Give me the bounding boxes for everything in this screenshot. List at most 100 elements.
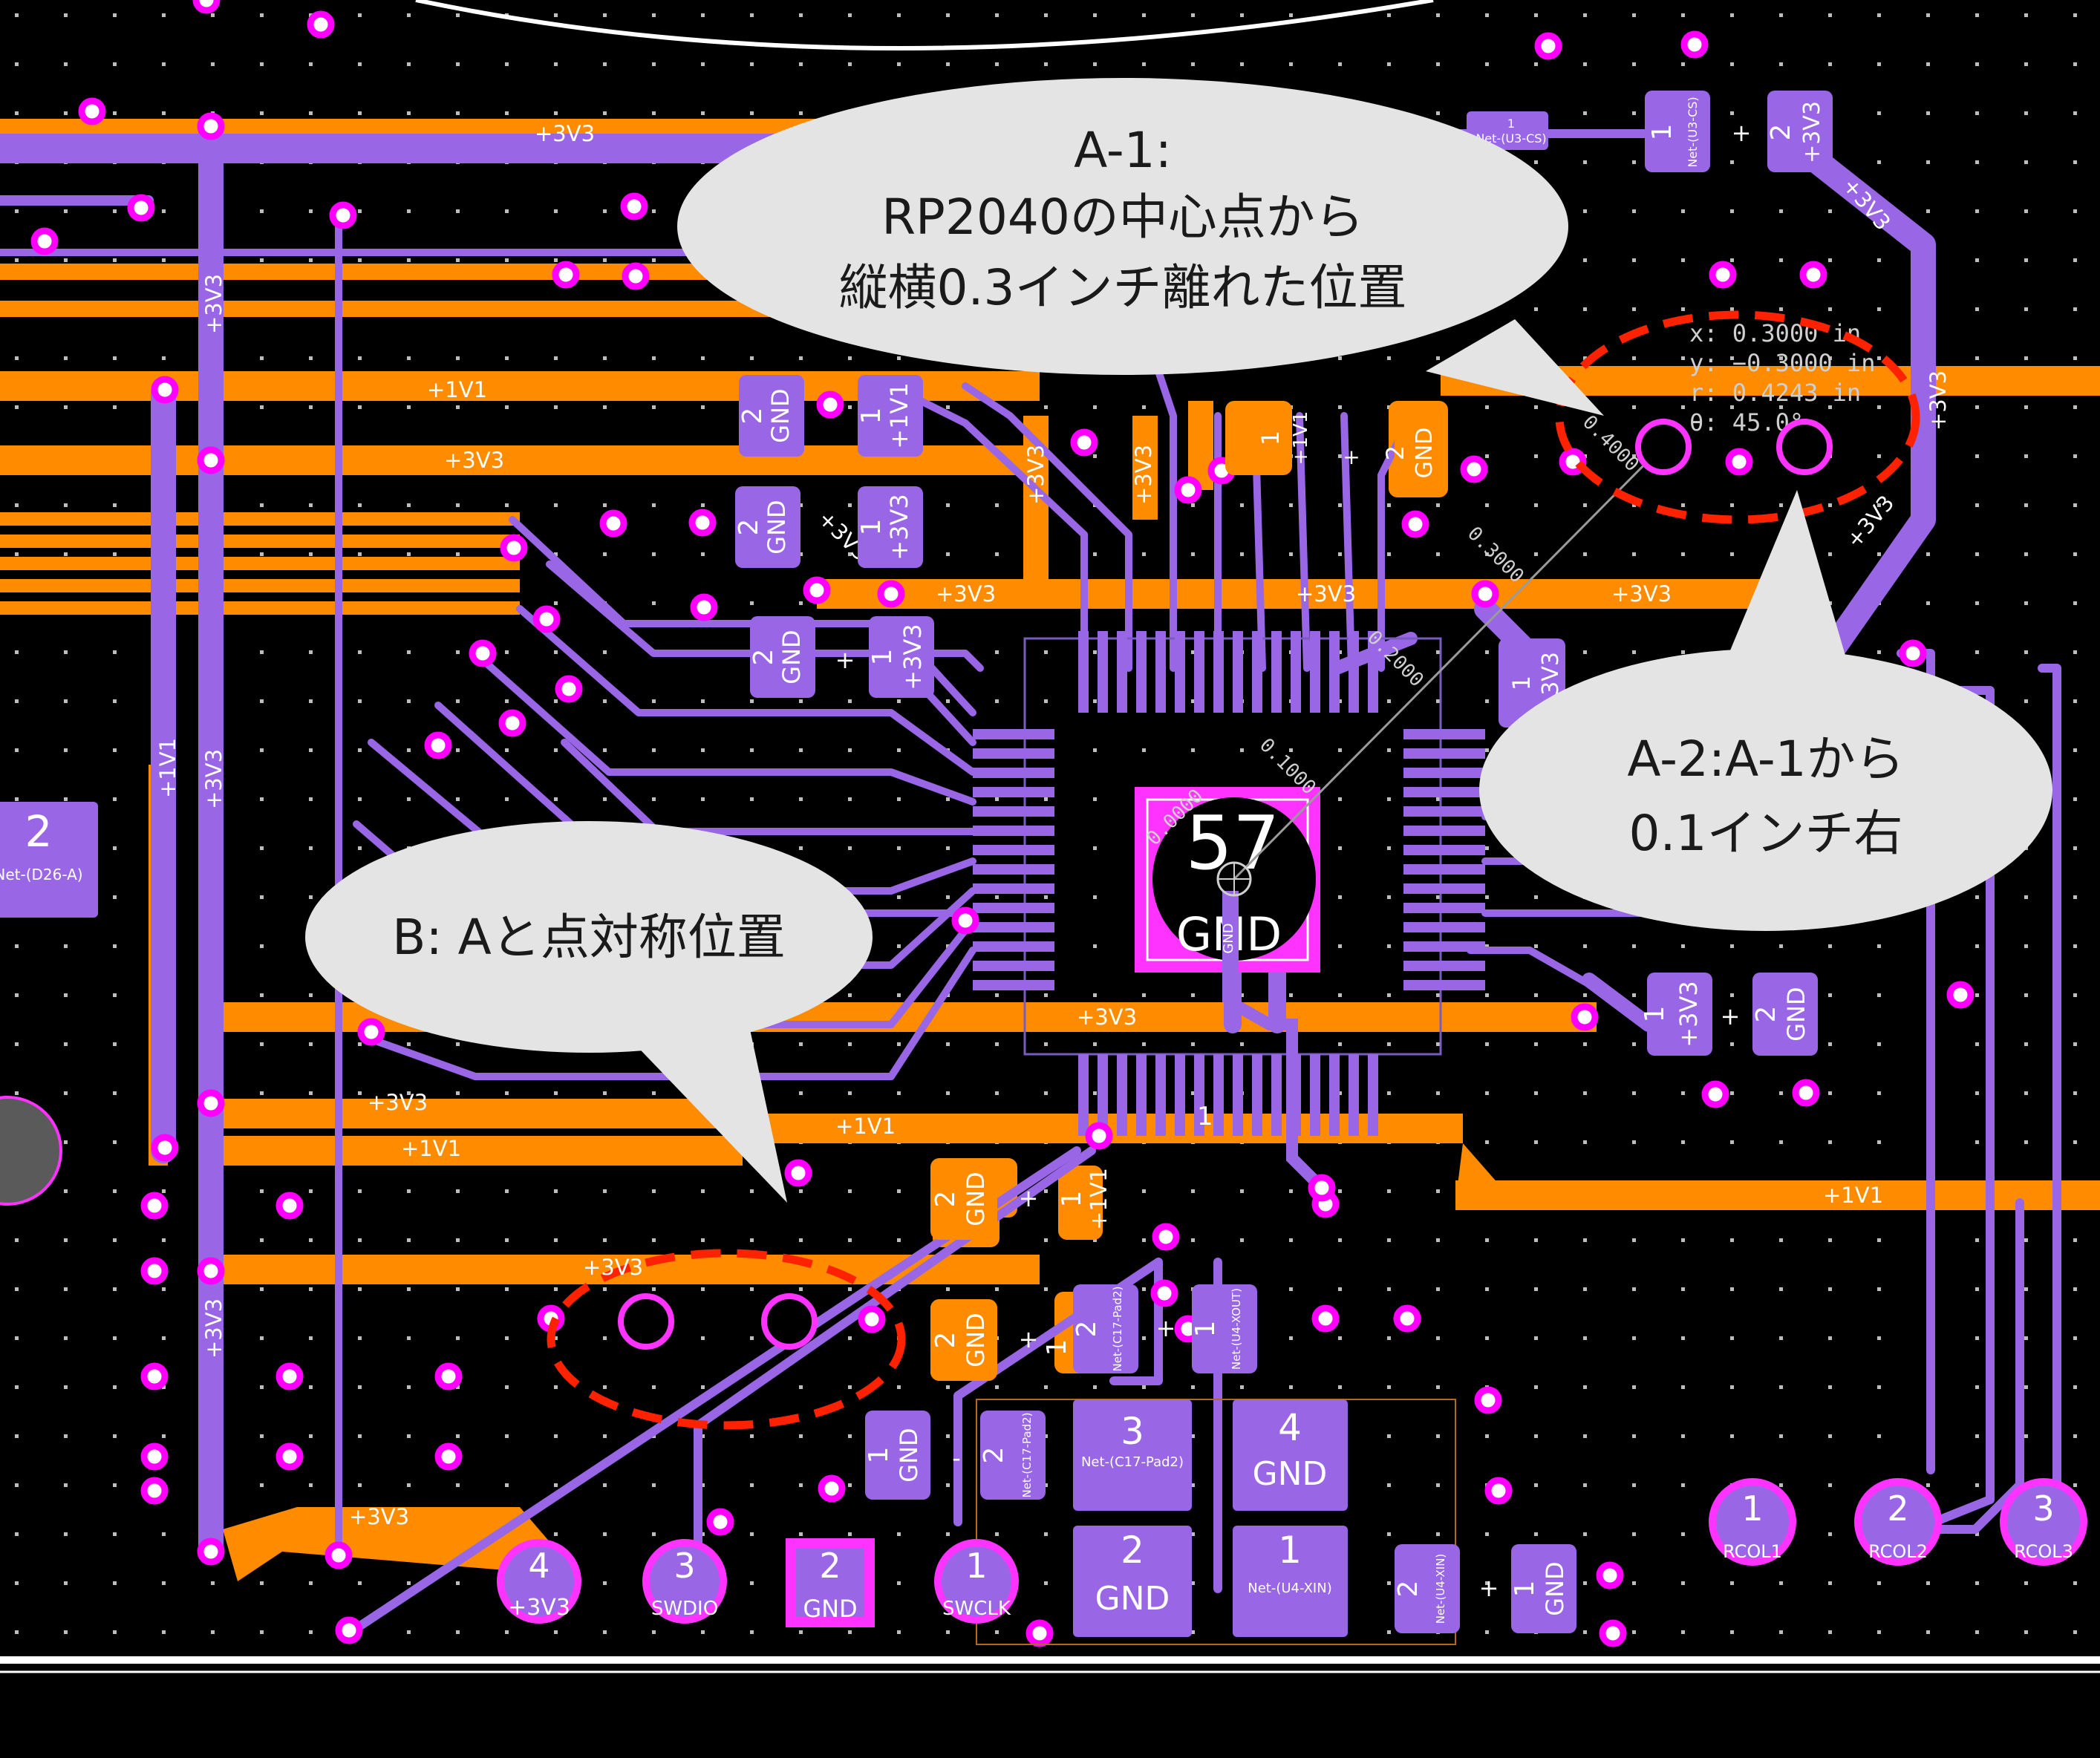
pad-gnd-2-num: 2 (734, 519, 764, 536)
pad-3v3-4-net: +3V3 (1675, 981, 1703, 1047)
pad-gnd-xin[interactable] (1511, 1544, 1576, 1633)
swd-pin-3-name: SWDIO (651, 1598, 718, 1620)
pad-gnd-4[interactable] (1752, 973, 1818, 1056)
pad-3v3-3[interactable] (869, 616, 934, 698)
callout-a2: A-2:A-1から 0.1インチ右 (1479, 490, 2052, 931)
pad-3v3-right-ic-num: 1 (1507, 676, 1536, 690)
pad-gnd-4-num: 2 (1751, 1006, 1781, 1023)
swd-pin-1[interactable] (934, 1539, 1019, 1624)
rp2040-center-pad-number: 57 (1185, 800, 1279, 886)
swd-pin-3[interactable] (642, 1539, 727, 1624)
trace-label-3v3-bottom: +3V3 (349, 1504, 409, 1529)
pad-gnd-1-net: GND (766, 388, 795, 442)
crystal-pad-1-num: 1 (1278, 1529, 1302, 1572)
crystal-pad-1[interactable] (1233, 1526, 1348, 1637)
crystal-pad-3[interactable] (1073, 1399, 1192, 1511)
pad-gnd-1[interactable] (739, 375, 804, 457)
pad-u4-xin[interactable] (1395, 1544, 1460, 1633)
pad-u4-xin-num: 2 (1393, 1581, 1424, 1598)
pad-gnd-front-3[interactable] (930, 1299, 997, 1381)
pad-gnd-3-num: 2 (749, 649, 779, 666)
crystal-pad-2-num: 2 (1121, 1529, 1144, 1572)
swd-pin-4-num: 4 (528, 1546, 550, 1586)
rp2040-top-pins (1078, 631, 1378, 713)
crystal-pad-2[interactable] (1073, 1526, 1192, 1637)
pad-gnd-front-3-net: GND (962, 1313, 990, 1367)
marker-ellipse-b (547, 1249, 906, 1430)
crystal-pad-1-net: Net-(U4-XIN) (1248, 1581, 1331, 1596)
pad-gnd-front[interactable] (1395, 401, 1445, 497)
pad-u3cs-b[interactable] (1645, 91, 1710, 172)
minus-sign-c17: - (952, 1444, 961, 1472)
callout-a1-line2: RP2040の中心点から (881, 189, 1364, 246)
rp2040-pin1-marker: 1 (1197, 1102, 1213, 1131)
mounting-hole (0, 1096, 62, 1206)
trace-label-3v3-right: +3V3 (1611, 581, 1672, 607)
rcol-connector[interactable]: 1 RCOL1 2 RCOL2 3 RCOL3 (1709, 1478, 2087, 1566)
pad-gnd-xin-num: 1 (1510, 1581, 1540, 1598)
pad-gnd-5-net: GND (895, 1428, 923, 1482)
pad-u4-xout-net: Net-(U4-XOUT) (1230, 1288, 1243, 1370)
rcol-pin-2-num: 2 (1887, 1489, 1908, 1529)
pad-gnd-2[interactable] (735, 486, 800, 568)
pad-3v3-u3[interactable] (1767, 91, 1833, 172)
pad-gnd-front-num: 2 (1381, 445, 1409, 460)
pad-gnd-4-net: GND (1782, 987, 1810, 1041)
trace-label-3v3-upper2: +3V3 (1296, 581, 1356, 607)
pad-1v1-front[interactable] (1225, 401, 1292, 475)
pad-u3cs-b-num: 1 (1647, 124, 1677, 141)
pad-c17-pad2-b[interactable] (980, 1411, 1046, 1500)
pad-1v1-front-2-num: 1 (1057, 1191, 1087, 1208)
swd-pin-1-num: 1 (965, 1546, 987, 1586)
pad-d26-net: Net-(D26-A) (0, 866, 83, 883)
pad-1-front-3-num: 1 (1042, 1339, 1072, 1356)
pad-u3cs-a-num: 1 (1507, 117, 1515, 131)
trace-label-3v3-vert4: +3V3 (1131, 445, 1156, 505)
callout-a2-line1: A-2:A-1から (1627, 731, 1904, 788)
rcol-pin-1-name: RCOL1 (1723, 1541, 1782, 1562)
plus-sign-top: + (1343, 445, 1360, 469)
pad-3v3-2[interactable] (858, 486, 923, 568)
pad-gnd-3[interactable] (750, 616, 815, 698)
pad-u3cs-a[interactable] (1467, 111, 1548, 150)
rcol-pin-1[interactable] (1709, 1478, 1796, 1566)
pad-d26[interactable] (0, 802, 98, 918)
rcol-pin-2-name: RCOL2 (1868, 1541, 1928, 1562)
trace-label-3v3-vert6: +3V3 (1925, 370, 1951, 431)
pad-u4-xout[interactable] (1192, 1284, 1257, 1373)
marker-holes (618, 419, 1833, 1350)
trace-label-1v1-right: +1V1 (1823, 1183, 1883, 1208)
pad-u3cs-b-net: Net-(U3-CS) (1686, 97, 1700, 167)
pad-3v3-2-num: 1 (856, 519, 887, 536)
swd-pin-2-num: 2 (819, 1546, 841, 1586)
pad-gnd-front-2[interactable] (930, 1158, 997, 1240)
crystal-pad-2-net: GND (1095, 1580, 1170, 1618)
crystal-pad-4[interactable] (1233, 1399, 1348, 1511)
swd-connector[interactable]: 4 +3V3 3 SWDIO 2 GND 1 SWCLK (497, 1538, 1019, 1627)
rp2040-footprint[interactable]: 57 GND GND 1 (973, 631, 1485, 1192)
pad-1v1-1[interactable] (858, 375, 923, 457)
pad-3v3-4[interactable] (1647, 973, 1712, 1056)
rcol-pin-3[interactable] (2000, 1478, 2087, 1566)
rcol-pin-2[interactable] (1854, 1478, 1942, 1566)
smd-pads[interactable]: 2 Net-(D26-A) 1 Net-(U3-CS) 1 Net-(U3-CS… (0, 91, 1833, 1645)
callout-a2-line2: 0.1インチ右 (1629, 805, 1903, 862)
swd-pin-4[interactable] (497, 1539, 581, 1624)
pad-3v3-2-net: +3V3 (885, 494, 913, 560)
rp2040-center-pad-small-net: GND (1221, 923, 1236, 953)
pad-gnd-5[interactable] (865, 1411, 930, 1500)
callout-a1-line1: A-1: (1074, 122, 1172, 179)
pad-3v3-3-net: +3V3 (899, 624, 927, 690)
pad-gnd-xin-net: GND (1541, 1561, 1569, 1615)
pad-gnd-1-num: 2 (737, 408, 768, 425)
trace-label-1v1-top: +1V1 (427, 377, 487, 402)
pad-c17-pad2-a[interactable] (1073, 1284, 1138, 1373)
pad-gnd-2-net: GND (763, 500, 791, 554)
pad-1v1-front-net: +1V1 (1290, 411, 1312, 465)
plus-sign-c5: + (1019, 1184, 1039, 1212)
rcol-pin-3-num: 3 (2032, 1489, 2054, 1529)
trace-label-3v3-top: +3V3 (535, 121, 595, 146)
pad-gnd-front-3-num: 2 (930, 1332, 961, 1349)
callout-b-text: B: Aと点対称位置 (392, 909, 786, 966)
